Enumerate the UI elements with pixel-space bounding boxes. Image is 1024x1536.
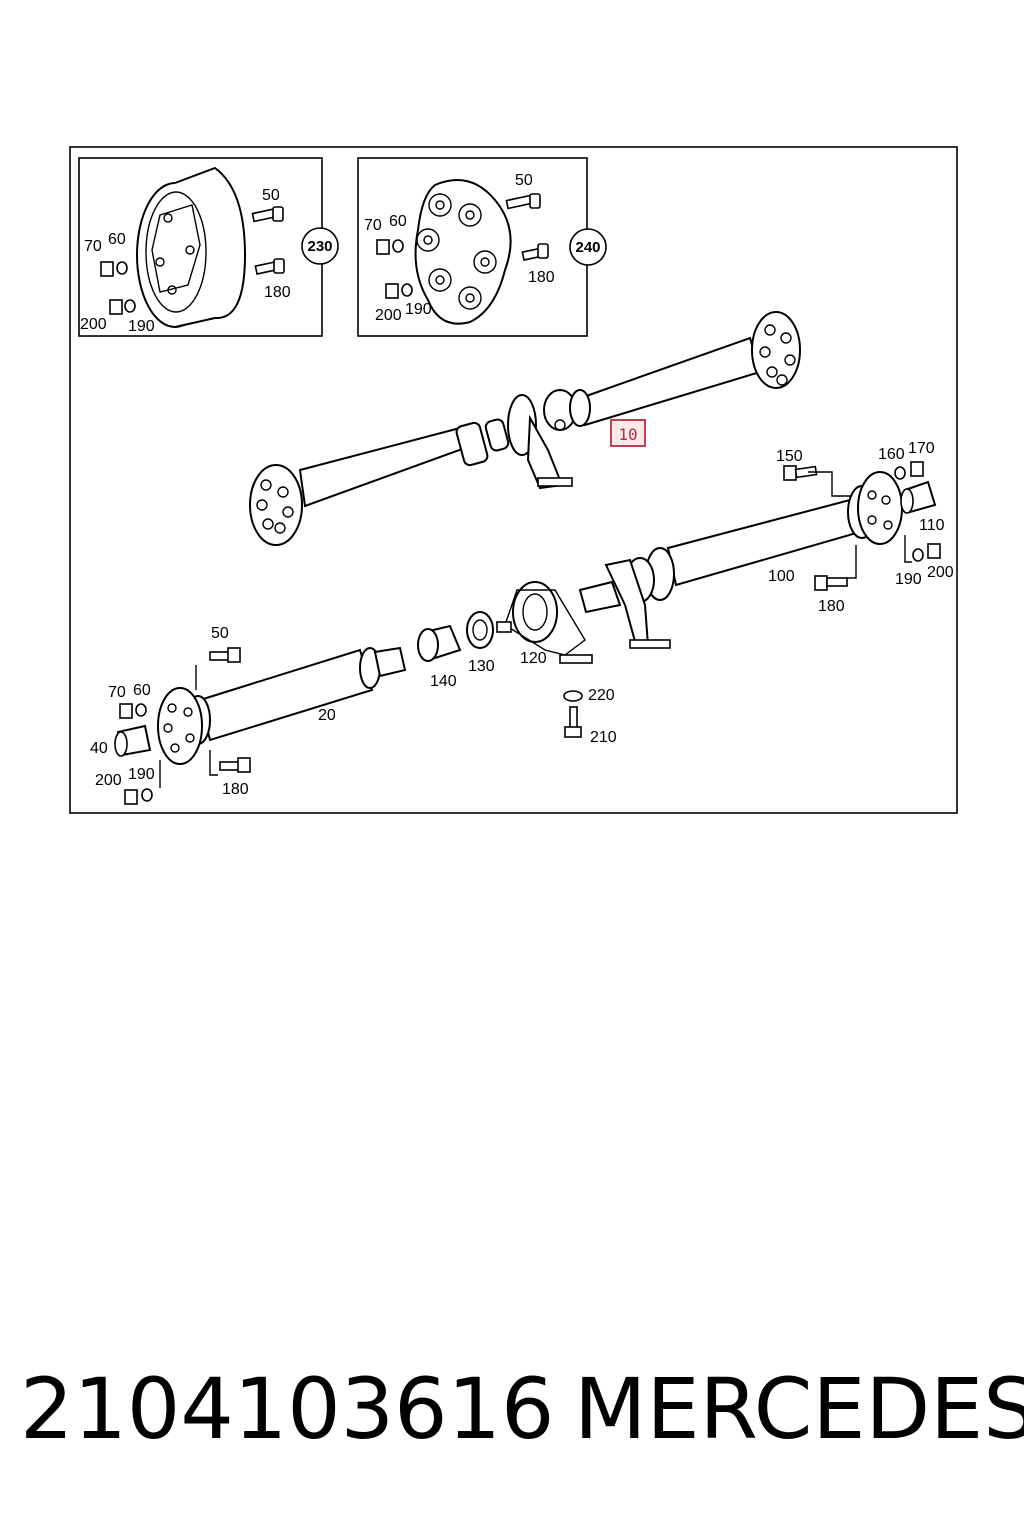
label-50: 50: [515, 172, 533, 189]
callout-240: 240: [575, 239, 600, 256]
label-70: 70: [108, 684, 126, 701]
label-220: 220: [588, 687, 615, 704]
nut-icon: [119, 703, 147, 719]
label-180: 180: [528, 269, 555, 286]
label-190: 190: [128, 766, 155, 783]
bolt-icon: [251, 206, 284, 223]
inset-230: 230 50 70 60 180 200 190: [78, 157, 339, 337]
label-140: 140: [430, 673, 457, 690]
label-190: 190: [895, 571, 922, 588]
footer: 2104103616 MERCEDES: [0, 1360, 1024, 1470]
label-60: 60: [133, 682, 151, 699]
label-50: 50: [262, 187, 280, 204]
nut-icon: [376, 239, 413, 299]
label-10: 10: [618, 425, 637, 444]
bolt-icon: [219, 757, 251, 773]
bolt-icon: [783, 465, 818, 481]
label-200: 200: [80, 316, 107, 333]
label-60: 60: [108, 231, 126, 248]
label-180: 180: [222, 781, 249, 798]
bolt-icon: [814, 575, 848, 591]
callout-230: 230: [307, 238, 332, 255]
label-150: 150: [776, 448, 803, 465]
label-110: 110: [919, 517, 945, 534]
nut-icon: [912, 543, 941, 562]
label-200: 200: [927, 564, 954, 581]
part-number: 2104103616: [20, 1360, 555, 1458]
bolt-icon: [505, 193, 541, 210]
label-60: 60: [389, 213, 407, 230]
bolt-icon: [521, 243, 549, 261]
bolt-icon: [254, 258, 285, 275]
label-50: 50: [211, 625, 229, 642]
label-190: 190: [128, 318, 155, 335]
label-130: 130: [468, 658, 495, 675]
label-100: 100: [768, 568, 795, 585]
label-200: 200: [95, 772, 122, 789]
label-120: 120: [520, 650, 547, 667]
nut-icon: [894, 461, 924, 480]
label-180: 180: [818, 598, 845, 615]
label-160: 160: [878, 446, 905, 463]
label-200: 200: [375, 307, 402, 324]
label-180: 180: [264, 284, 291, 301]
label-70: 70: [364, 217, 382, 234]
label-40: 40: [90, 740, 108, 757]
brand-name: MERCEDES: [574, 1360, 1024, 1458]
inset-240: 240 50 70 60 180 200 190: [357, 157, 607, 337]
label-210: 210: [590, 729, 617, 746]
label-190: 190: [405, 301, 432, 318]
label-170: 170: [908, 440, 935, 457]
nut-icon: [124, 788, 153, 805]
label-70: 70: [84, 238, 102, 255]
label-20: 20: [318, 707, 336, 724]
propeller-shaft-assembly: [249, 311, 801, 546]
bolt-icon: [209, 647, 241, 663]
parts-diagram: 230 50 70 60 180 200 190 2: [69, 146, 958, 814]
nut-icon: [100, 261, 136, 315]
highlight-box: [610, 419, 646, 447]
diagram-border: [69, 146, 958, 814]
exploded-view: 150 160 170 110 100 180 190 200 140 130 …: [90, 440, 954, 805]
